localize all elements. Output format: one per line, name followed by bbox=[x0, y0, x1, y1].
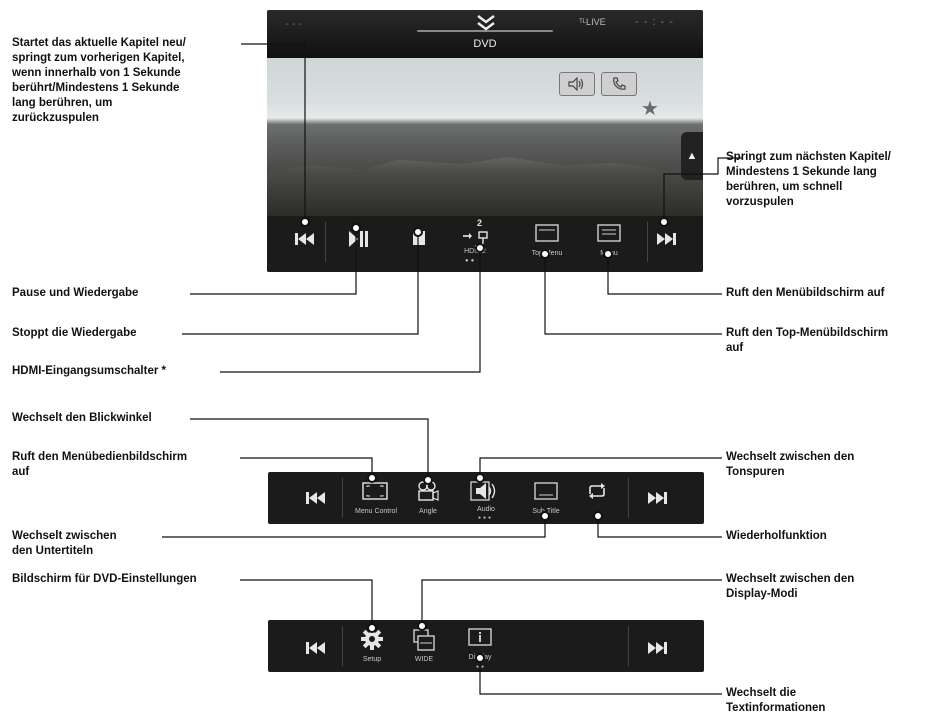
annotation-angle: Wechselt den Blickwinkel bbox=[12, 412, 152, 424]
annotation-line: auf bbox=[12, 466, 30, 478]
annotation-line: den Untertiteln bbox=[12, 545, 94, 557]
play-pause-button[interactable] bbox=[347, 229, 369, 249]
previous-chapter-button[interactable] bbox=[304, 490, 328, 506]
annotation-line: Springt zum nächsten Kapitel/ bbox=[726, 151, 891, 163]
phone-icon bbox=[613, 77, 626, 90]
angle-button[interactable]: Angle bbox=[408, 478, 448, 522]
page-dots: ●●● bbox=[478, 515, 494, 521]
subtitle-icon bbox=[534, 482, 558, 500]
main-control-bar: 2 HDMI2 ●● Top Menu Menu bbox=[267, 216, 703, 272]
video-area[interactable]: ★ ▲ bbox=[267, 58, 703, 216]
audio-label: Audio bbox=[477, 506, 495, 513]
annotation-line: Textinformationen bbox=[726, 702, 826, 714]
annotation-audio: Wechselt zwischen den Tonspuren bbox=[726, 450, 854, 480]
annotation-text-info: Wechselt die Textinformationen bbox=[726, 686, 825, 716]
annotation-line: lang berühren, um bbox=[12, 97, 113, 109]
annotation-line: Wechselt zwischen den bbox=[726, 451, 855, 463]
source-title: DVD bbox=[473, 38, 497, 50]
repeat-button[interactable] bbox=[586, 482, 608, 500]
page-dots: ●● bbox=[465, 258, 477, 264]
annotation-line: Startet das aktuelle Kapitel neu/ bbox=[12, 37, 186, 49]
annotation-line: Display-Modi bbox=[726, 588, 798, 600]
annotation-pause-play: Pause und Wiedergabe bbox=[12, 287, 139, 299]
annotation-line: berühren, um schnell bbox=[726, 181, 843, 193]
annotation-line: wenn innerhalb von 1 Sekunde bbox=[12, 67, 181, 79]
chevron-up-icon: ▲ bbox=[686, 150, 698, 162]
wide-label: WIDE bbox=[414, 656, 434, 663]
chevron-down-icon[interactable] bbox=[475, 13, 497, 35]
hdmi-number: 2 bbox=[477, 218, 483, 228]
annotation-line: Mindestens 1 Sekunde lang bbox=[726, 166, 877, 178]
annotation-line: Wechselt zwischen bbox=[12, 530, 117, 542]
annotation-line: auf bbox=[726, 342, 744, 354]
annotation-stop: Stoppt die Wiedergabe bbox=[12, 327, 137, 339]
annotation-line: Ruft den Top-Menübildschirm bbox=[726, 327, 889, 339]
annotation-setup: Bildschirm für DVD-Einstellungen bbox=[12, 573, 197, 585]
annotation-top-menu: Ruft den Top-Menübildschirm auf bbox=[726, 326, 888, 356]
star-icon: ★ bbox=[641, 98, 659, 120]
next-chapter-button[interactable] bbox=[655, 230, 679, 248]
separator bbox=[325, 222, 326, 262]
annotation-menu: Ruft den Menübildschirm auf bbox=[726, 287, 885, 299]
annotation-line: springt zum vorherigen Kapitel, bbox=[12, 52, 185, 64]
annotation-line: berührt/Mindestens 1 Sekunde bbox=[12, 82, 180, 94]
previous-chapter-button[interactable] bbox=[293, 230, 317, 248]
info-icon bbox=[468, 628, 492, 646]
annotation-line: Wechselt zwischen den bbox=[726, 573, 855, 585]
status-divider bbox=[417, 30, 553, 32]
wide-button[interactable]: WIDE bbox=[404, 626, 444, 670]
annotation-menu-control: Ruft den Menübedienbildschirm auf bbox=[12, 450, 187, 480]
annotation-repeat: Wiederholfunktion bbox=[726, 530, 827, 542]
annotation-line: Ruft den Menübedienbildschirm bbox=[12, 451, 188, 463]
expand-up-button[interactable]: ▲ bbox=[681, 132, 703, 180]
annotation-line: Tonspuren bbox=[726, 466, 785, 478]
annotation-hdmi: HDMI-Eingangsumschalter * bbox=[12, 365, 166, 377]
top-menu-icon bbox=[535, 224, 559, 242]
annotation-next-chapter: Springt zum nächsten Kapitel/ Mindestens… bbox=[726, 150, 891, 210]
volume-button[interactable] bbox=[559, 72, 595, 96]
annotation-display-mode: Wechselt zwischen den Display-Modi bbox=[726, 572, 854, 602]
display-mode-icon bbox=[413, 629, 435, 651]
speaker-icon bbox=[568, 77, 584, 91]
next-chapter-button[interactable] bbox=[646, 640, 670, 656]
angle-label: Angle bbox=[419, 508, 437, 515]
status-bar: - - - DVD ᵀᴸLIVE - - : - - bbox=[267, 10, 703, 58]
status-left: - - - bbox=[285, 18, 303, 30]
hdmi-label: HDMI2 bbox=[464, 248, 486, 255]
live-indicator: ᵀᴸLIVE bbox=[579, 17, 606, 27]
menu-icon bbox=[597, 224, 621, 242]
dvd-screen: - - - DVD ᵀᴸLIVE - - : - - bbox=[267, 10, 703, 272]
annotation-line: zurückzuspulen bbox=[12, 112, 99, 124]
previous-chapter-button[interactable] bbox=[304, 640, 328, 656]
separator bbox=[628, 478, 629, 518]
menu-control-label: Menu Control bbox=[354, 508, 398, 515]
menu-control-button[interactable]: Menu Control bbox=[350, 478, 402, 522]
setup-label: Setup bbox=[362, 656, 382, 663]
annotation-subtitle: Wechselt zwischen den Untertiteln bbox=[12, 529, 117, 559]
menu-control-icon bbox=[362, 482, 388, 500]
separator bbox=[342, 626, 343, 666]
annotation-line: Wechselt die bbox=[726, 687, 797, 699]
separator bbox=[628, 626, 629, 666]
separator bbox=[647, 222, 648, 262]
annotation-line: vorzuspulen bbox=[726, 196, 794, 208]
control-bar-3: Setup WIDE Display ●● bbox=[268, 620, 704, 672]
clock: - - : - - bbox=[635, 16, 674, 28]
separator bbox=[342, 478, 343, 518]
next-chapter-button[interactable] bbox=[646, 490, 670, 506]
phone-button[interactable] bbox=[601, 72, 637, 96]
annotation-previous-chapter: Startet das aktuelle Kapitel neu/ spring… bbox=[12, 36, 186, 126]
